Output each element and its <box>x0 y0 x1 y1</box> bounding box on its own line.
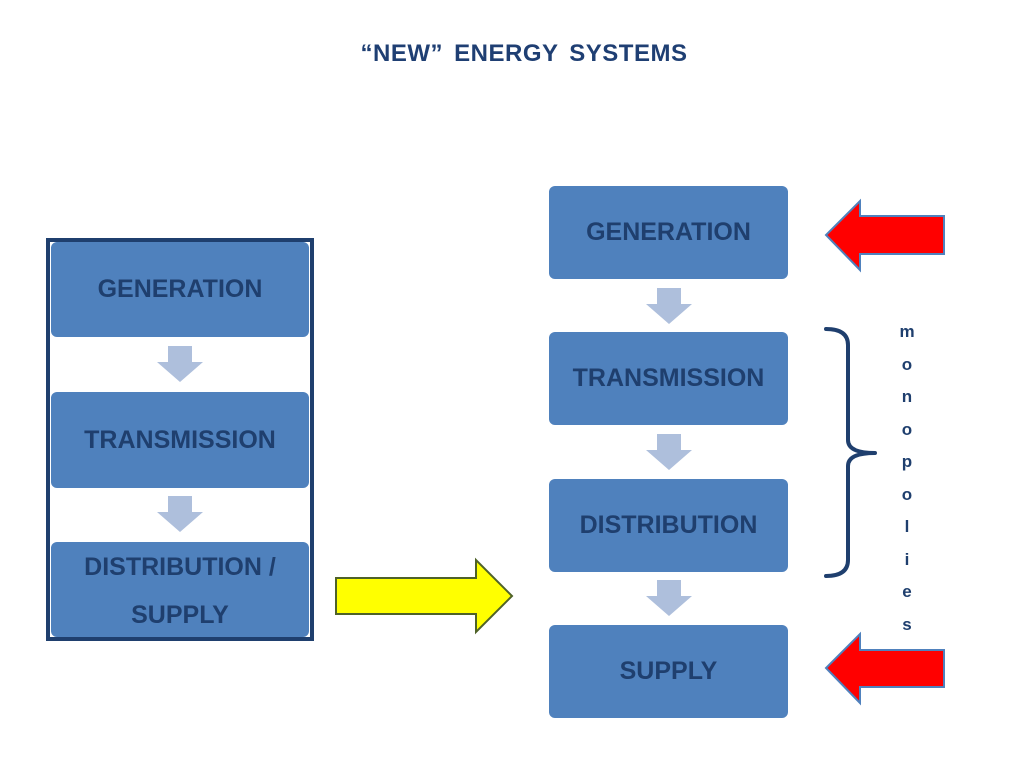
slide-title: “NEW” ENERGY SYSTEMS <box>360 40 688 67</box>
right-transmission-box: TRANSMISSION <box>549 332 788 425</box>
red-arrow-generation <box>824 198 945 273</box>
monopolies-letter: o <box>901 484 913 504</box>
monopolies-letter: e <box>902 582 912 601</box>
monopolies-letter: s <box>902 614 912 634</box>
left-distribution-label-line2: SUPPLY <box>131 600 229 629</box>
right-down-arrow-2 <box>646 434 692 470</box>
right-supply-label: SUPPLY <box>619 657 718 685</box>
right-distribution-box: DISTRIBUTION <box>549 479 788 572</box>
left-down-arrow-2 <box>157 496 203 532</box>
right-supply-box: SUPPLY <box>549 625 788 718</box>
monopolies-vertical-label: m o n o p o l i e s <box>895 316 919 641</box>
left-transmission-box: TRANSMISSION <box>51 392 309 488</box>
left-stack-frame <box>46 238 314 641</box>
monopolies-bracket <box>824 327 877 578</box>
monopolies-letter: l <box>904 517 910 536</box>
right-distribution-label: DISTRIBUTION <box>579 511 758 539</box>
yellow-transition-arrow <box>335 557 514 635</box>
left-transmission-label: TRANSMISSION <box>84 425 276 454</box>
left-generation-box: GENERATION <box>51 242 309 337</box>
right-generation-label: GENERATION <box>586 218 751 246</box>
red-arrow-supply <box>824 631 945 706</box>
monopolies-letter: p <box>901 452 913 471</box>
right-transmission-label: TRANSMISSION <box>572 364 765 392</box>
monopolies-letter: i <box>904 549 910 569</box>
monopolies-letter: o <box>901 419 913 439</box>
monopolies-letter: m <box>899 322 915 341</box>
right-generation-box: GENERATION <box>549 186 788 279</box>
right-down-arrow-1 <box>646 288 692 324</box>
right-down-arrow-3 <box>646 580 692 616</box>
monopolies-letter: o <box>901 354 913 374</box>
left-generation-label: GENERATION <box>97 275 263 303</box>
left-down-arrow-1 <box>157 346 203 382</box>
left-distribution-label-line1: DISTRIBUTION / <box>84 552 276 581</box>
left-distribution-box: DISTRIBUTION / SUPPLY <box>51 542 309 637</box>
monopolies-letter: n <box>901 387 913 406</box>
